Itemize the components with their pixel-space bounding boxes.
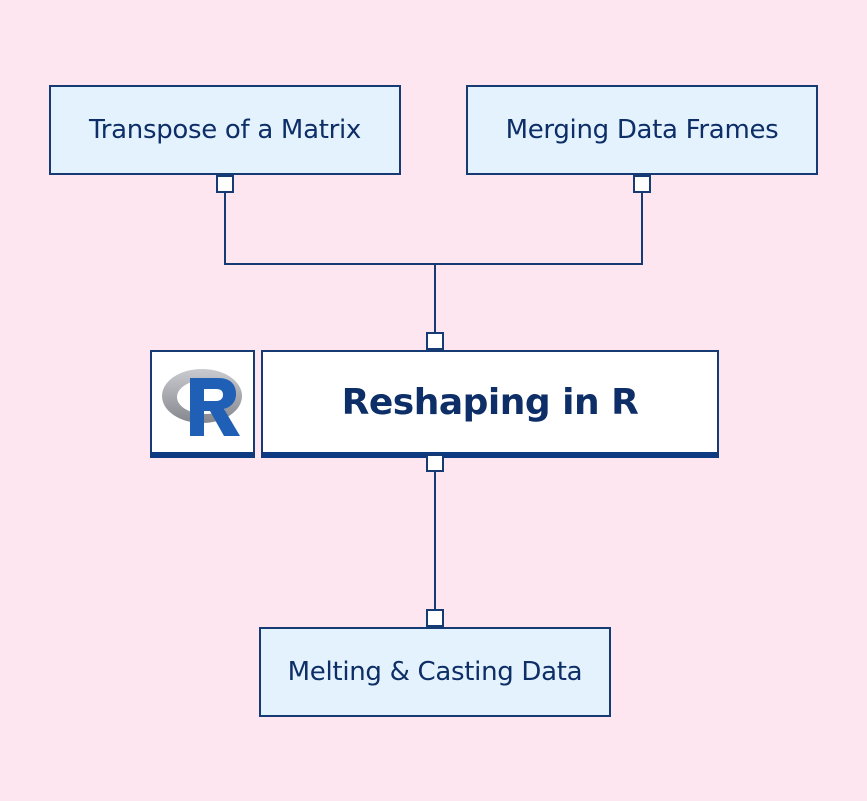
node-label: Merging Data Frames [505, 115, 779, 145]
central-node-reshaping-in-r[interactable]: Reshaping in R [261, 350, 719, 458]
node-label: Melting & Casting Data [287, 657, 583, 687]
port-central-bottom [426, 454, 444, 472]
connector-line-center-upper [434, 263, 436, 333]
r-logo-box [150, 350, 255, 458]
r-logo-icon [161, 369, 242, 436]
node-merging-data-frames[interactable]: Merging Data Frames [466, 85, 818, 175]
node-transpose-of-a-matrix[interactable]: Transpose of a Matrix [49, 85, 401, 175]
connector-line-right-vertical [641, 192, 643, 265]
port-merging-bottom [633, 175, 651, 193]
connector-line-left-vertical [224, 192, 226, 265]
connector-line-center-lower [434, 471, 436, 611]
node-melting-casting-data[interactable]: Melting & Casting Data [259, 627, 611, 717]
central-node-label: Reshaping in R [341, 381, 639, 423]
port-central-top [426, 332, 444, 350]
port-melting-top [426, 609, 444, 627]
port-transpose-bottom [216, 175, 234, 193]
node-label: Transpose of a Matrix [88, 115, 361, 145]
connector-line-horizontal [224, 263, 643, 265]
